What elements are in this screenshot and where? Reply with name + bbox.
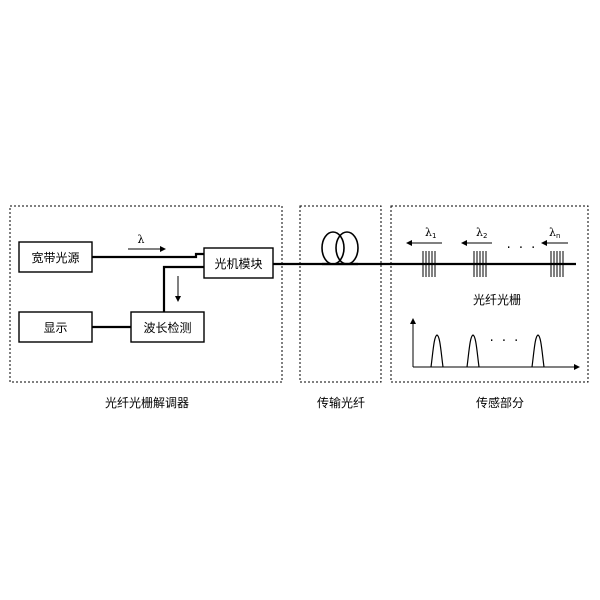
- module-to-detection-fiber: [162, 265, 204, 312]
- fiber-grating-n: [550, 251, 564, 277]
- wavelength-detection-block: 波长检测: [130, 311, 205, 343]
- reflected-arrow-2: [461, 240, 492, 246]
- fiber-grating-label: 光纤光栅: [473, 292, 521, 307]
- transmission-section-frame: [299, 205, 382, 383]
- lambda-1-subscript: 1: [432, 232, 436, 240]
- broadband-source-label: 宽带光源: [31, 250, 79, 265]
- fiber-grating-1: [422, 251, 436, 277]
- reflected-arrow-1: [406, 240, 442, 246]
- demodulator-section-frame: [9, 205, 283, 383]
- reflected-arrow-n: [541, 240, 568, 246]
- fiber-grating-2: [473, 251, 487, 277]
- lambda-1-symbol: λ: [425, 226, 432, 239]
- display-block: 显示: [18, 311, 93, 343]
- lambda-n-subscript: n: [556, 232, 560, 240]
- down-arrow: [175, 276, 181, 302]
- spectrum-peak-n: [531, 334, 545, 368]
- broadband-source-block: 宽带光源: [18, 241, 93, 273]
- spectrum-peak-1: [430, 334, 444, 368]
- reflection-spectrum-plot: · · ·: [410, 318, 580, 370]
- fiber-coil-icon: [321, 231, 359, 266]
- spectrum-ellipsis: · · ·: [490, 334, 521, 349]
- lambda-1-label: λ1: [425, 226, 436, 240]
- spectrum-peak-2: [466, 334, 480, 368]
- wavelength-detection-label: 波长检测: [143, 320, 191, 335]
- transmission-section-label: 传输光纤: [317, 395, 365, 410]
- grating-ellipsis: · · ·: [507, 241, 538, 256]
- lambda-signal-label: λ: [138, 233, 145, 246]
- optical-module-block: 光机模块: [203, 247, 274, 279]
- lambda-2-symbol: λ: [476, 226, 483, 239]
- spectrum-y-axis: [410, 318, 416, 367]
- lambda-n-label: λn: [549, 226, 560, 240]
- optical-module-label: 光机模块: [214, 257, 262, 271]
- sensing-section-label: 传感部分: [476, 395, 524, 410]
- lambda-2-label: λ2: [476, 226, 487, 240]
- lambda-2-subscript: 2: [483, 232, 487, 240]
- spectrum-x-axis: [413, 364, 580, 370]
- source-to-module-fiber: [92, 252, 204, 259]
- lambda-forward-arrow: [128, 246, 166, 252]
- lambda-n-symbol: λ: [549, 226, 556, 239]
- demodulator-section-label: 光纤光栅解调器: [105, 395, 189, 410]
- sensing-section-frame: [390, 205, 589, 383]
- display-label: 显示: [43, 321, 67, 335]
